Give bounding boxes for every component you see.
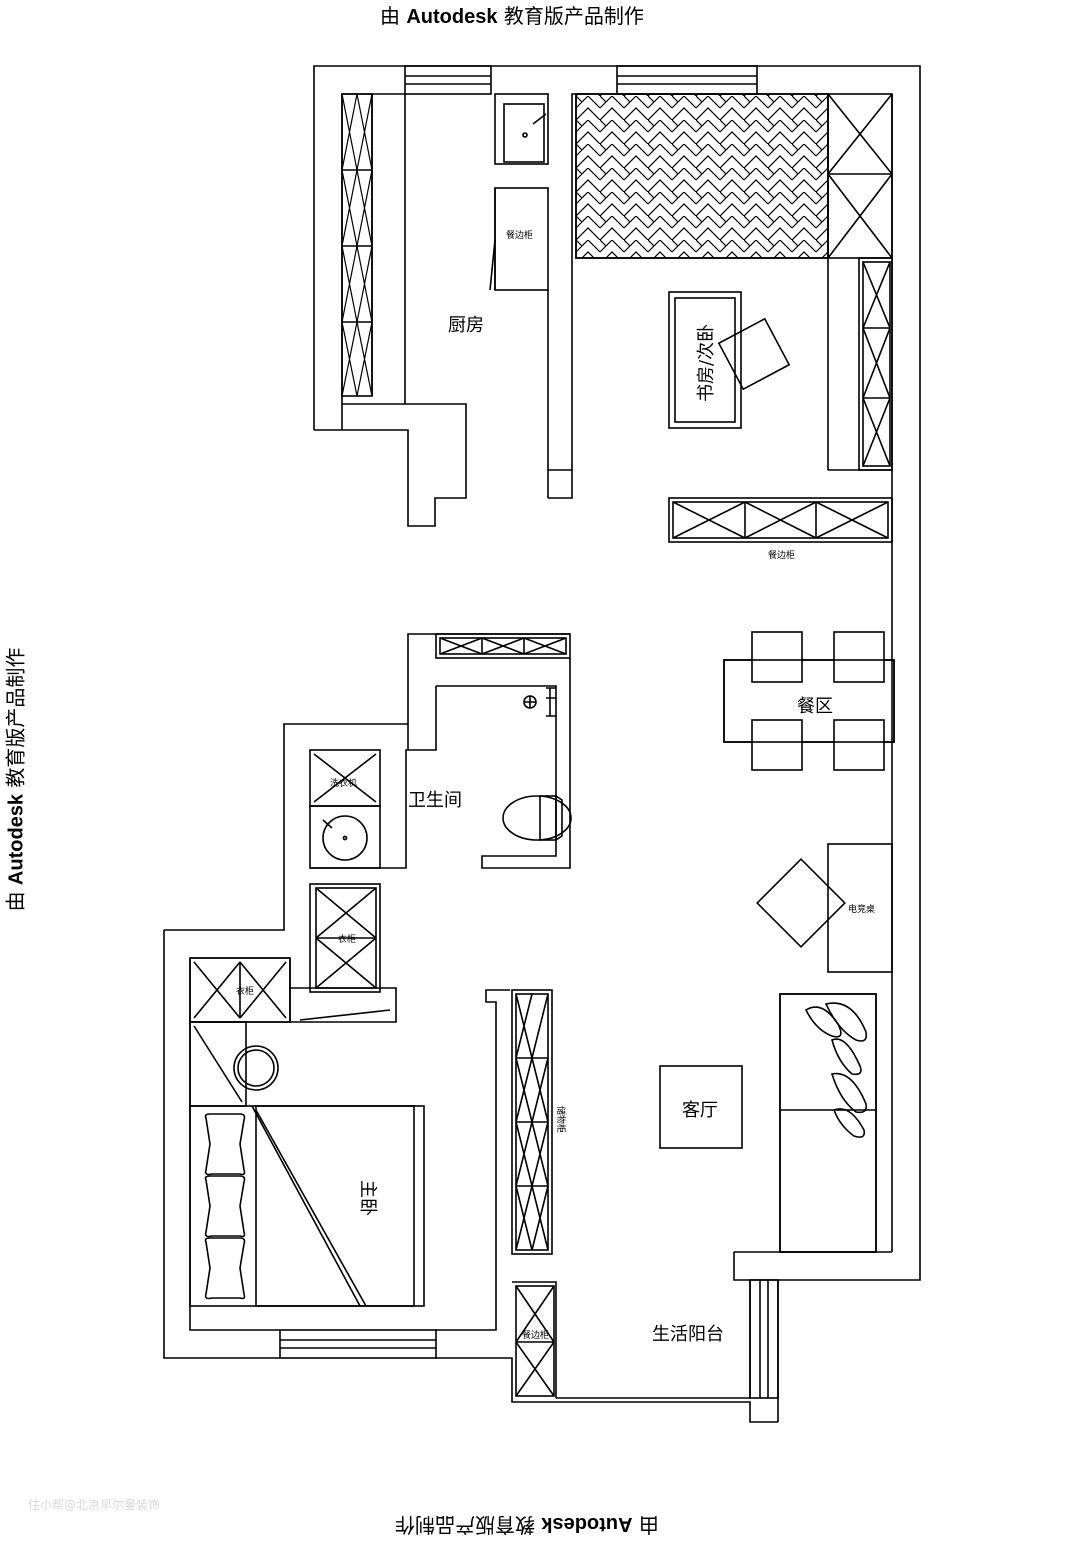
- room-label-dining: 餐区: [797, 696, 833, 717]
- credit-watermark: 住小帮@北京早尔曼装饰: [28, 1498, 161, 1512]
- bedroom-wardrobe: [189, 957, 291, 1107]
- label-washing-machine: 洗衣机: [330, 777, 357, 789]
- wardrobe-middle: [190, 883, 397, 1023]
- label-wardrobe-1: 衣柜: [338, 933, 356, 945]
- label-sideboard-kitchen: 餐边柜: [506, 229, 533, 241]
- master-bed: [189, 1105, 425, 1307]
- room-label-bathroom: 卫生间: [408, 790, 462, 811]
- label-sideboard-balcony: 餐边柜: [522, 1329, 549, 1341]
- balcony-sideboard: [515, 1285, 555, 1397]
- kitchen-fixtures: [341, 93, 549, 405]
- label-gaming-desk: 电竞桌: [848, 903, 875, 915]
- room-label-study: 书房/次卧: [696, 324, 717, 402]
- study-fixtures: [668, 93, 893, 471]
- label-wardrobe-2: 衣柜: [236, 985, 254, 997]
- bathroom-fixtures: [309, 633, 572, 869]
- room-label-balcony: 生活阳台: [652, 1324, 724, 1345]
- dining-sideboard: [668, 497, 893, 543]
- windows: [279, 65, 779, 1399]
- room-label-master-bedroom: 主卧: [357, 1180, 378, 1216]
- label-storage-cabinet: 储物柜: [555, 1106, 567, 1133]
- living-furniture: [659, 843, 893, 1253]
- herringbone-floor: [575, 93, 829, 259]
- label-sideboard-dining: 餐边柜: [768, 549, 795, 561]
- watermark-top: 由 Autodesk 教育版产品制作: [380, 4, 644, 28]
- storage-cabinet: [511, 989, 553, 1255]
- room-label-kitchen: 厨房: [448, 315, 484, 336]
- dining-set: [723, 631, 895, 771]
- room-label-living: 客厅: [682, 1100, 718, 1121]
